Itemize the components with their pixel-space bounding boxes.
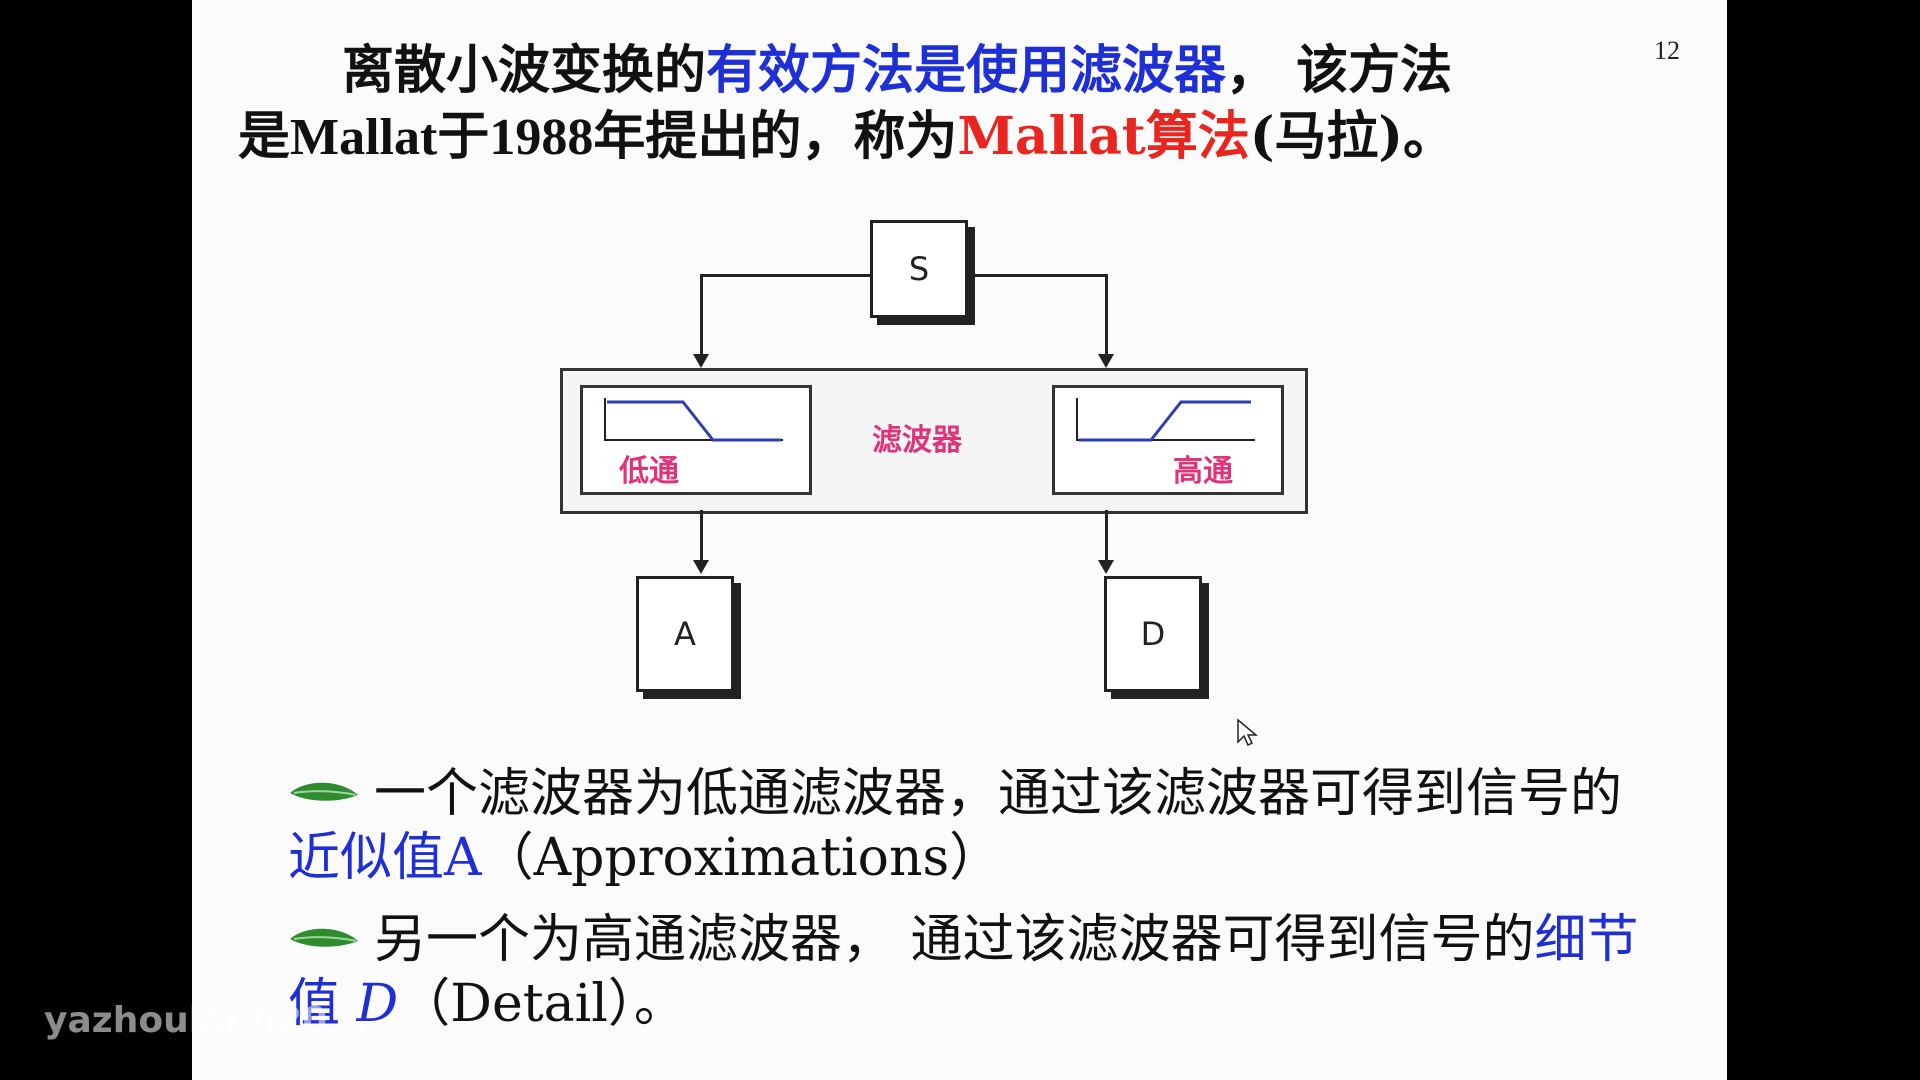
intro-text: 离散小波变换的 — [342, 40, 707, 101]
arrow-down-icon — [693, 354, 709, 368]
lowpass-filter: 低通 — [580, 385, 812, 495]
mouse-cursor-icon — [1237, 718, 1258, 747]
bullet-text: （Approximations） — [481, 828, 1002, 888]
arrow-down-icon — [693, 560, 709, 574]
bullet-item-lowpass: 一个滤波器为低通滤波器，通过该滤波器可得到信号的近似值A（Approximati… — [288, 762, 1648, 890]
connector-line — [700, 510, 703, 562]
highpass-curve-icon — [1076, 398, 1255, 442]
watermark: yazhoulong20... — [44, 1000, 369, 1041]
bullet-text: 另一个为高通滤波器， 通过该滤波器可得到信号的 — [374, 910, 1535, 970]
arrow-down-icon — [1098, 560, 1114, 574]
highpass-filter: 高通 — [1052, 385, 1284, 495]
highpass-label: 高通 — [1173, 454, 1233, 489]
source-box-s: S — [870, 220, 968, 318]
intro-text: 年提出的，称为 — [593, 106, 958, 167]
output-box-a: A — [636, 576, 734, 692]
lowpass-curve-icon — [604, 398, 783, 442]
intro-text: ， 该方法 — [1226, 40, 1453, 101]
bullet-highlight: 近似值A — [288, 828, 482, 888]
intro-text: 是 — [238, 106, 291, 167]
lowpass-label: 低通 — [619, 454, 679, 489]
output-a-label: A — [674, 615, 696, 653]
connector-line — [1105, 274, 1108, 356]
connector-line — [700, 274, 703, 356]
intro-text: 于 — [437, 106, 490, 167]
connector-line — [965, 274, 1108, 277]
leaf-icon — [290, 928, 358, 947]
intro-latin: Mallat — [290, 109, 438, 166]
output-box-d: D — [1104, 576, 1202, 692]
intro-text: (马拉)。 — [1249, 106, 1456, 167]
slide — [192, 0, 1727, 1080]
intro-highlight-red: Mallat算法 — [957, 106, 1250, 167]
intro-year: 1988 — [489, 109, 594, 166]
bullet-text: 一个滤波器为低通滤波器，通过该滤波器可得到信号的 — [374, 764, 1623, 824]
intro-highlight-blue: 有效方法是使用滤波器 — [706, 40, 1227, 101]
connector-line — [700, 274, 870, 277]
filter-bank-label: 滤波器 — [872, 423, 962, 458]
connector-line — [1105, 510, 1108, 562]
mallat-diagram: S 低通 滤波器 高通 A D — [540, 210, 1340, 700]
source-label: S — [908, 250, 930, 288]
arrow-down-icon — [1098, 354, 1114, 368]
bullet-text: （Detail）。 — [398, 974, 686, 1034]
bullet-highlight: 细节值 — [288, 910, 1639, 1034]
bullet-item-highpass: 另一个为高通滤波器， 通过该滤波器可得到信号的细节值 D（Detail）。 — [288, 908, 1648, 1036]
page-number: 12 — [1654, 36, 1680, 65]
intro-paragraph: 离散小波变换的有效方法是使用滤波器， 该方法 是Mallat于1988年提出的，… — [238, 38, 1638, 171]
bullet-highlight-italic: D — [340, 974, 399, 1034]
bullet-list: 一个滤波器为低通滤波器，通过该滤波器可得到信号的近似值A（Approximati… — [288, 762, 1648, 1054]
output-d-label: D — [1140, 615, 1166, 653]
leaf-icon — [290, 782, 358, 801]
